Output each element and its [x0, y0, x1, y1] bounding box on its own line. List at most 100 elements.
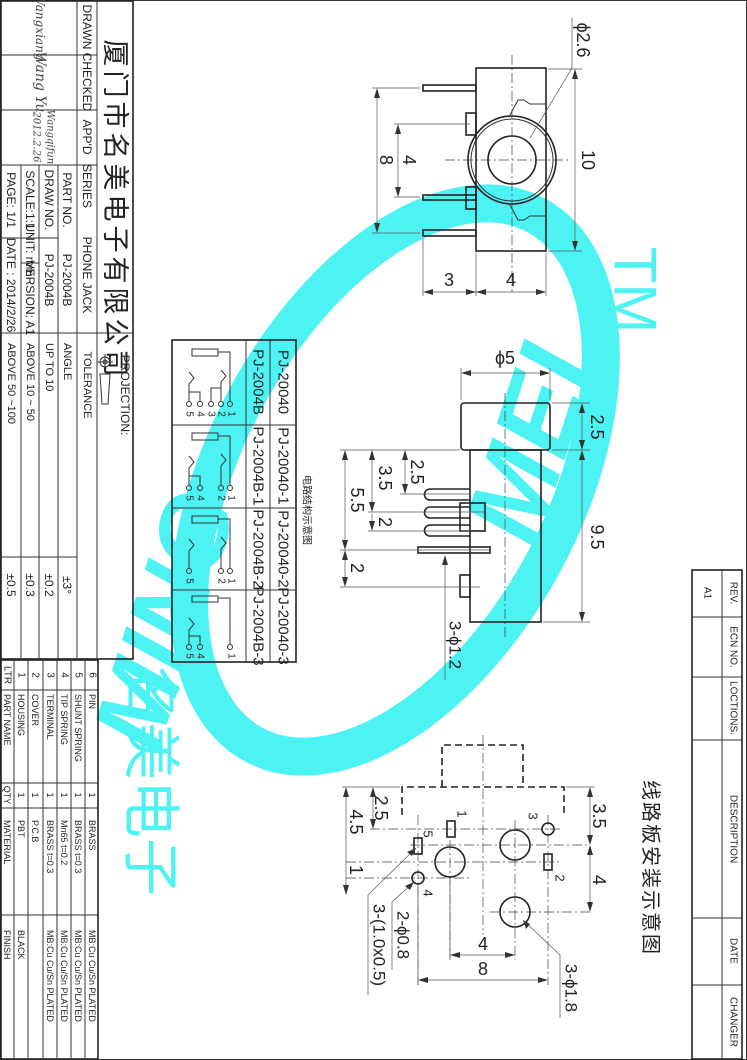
model-number: PJ-2004B — [250, 349, 267, 415]
bom-finish: MB:Cu Cu/Sn PLATED — [73, 930, 83, 1022]
bom-material: P.C.B — [30, 820, 40, 842]
pad — [465, 186, 477, 210]
bom-material: PBT — [16, 820, 26, 838]
tolerance-value: ±0.3 — [23, 573, 37, 597]
pin-label: 1 — [226, 578, 237, 584]
bom-finish: BLACK — [16, 930, 26, 960]
top-view-drawing: 8 4 10 ϕ2.6 3 4 — [372, 18, 598, 296]
watermark-tm: TM — [602, 247, 669, 334]
pin-label: 1 — [226, 653, 237, 659]
dim-pin-span: 8 — [376, 155, 396, 165]
watermark-chinese: 名美电子 — [118, 664, 183, 896]
pin-hole — [411, 871, 425, 885]
title-block-border — [0, 0, 134, 660]
bom-header-part-name: PART NAME — [2, 694, 12, 746]
checked-signature: Wang Yu — [32, 52, 48, 113]
dim-height: 10 — [578, 150, 598, 170]
bom-material: BRASS t=0.3 — [73, 820, 83, 873]
dim-pin-pitch: 2 — [347, 563, 367, 573]
dim-pcb: 4 — [589, 875, 609, 885]
bom-ltr: 6 — [87, 672, 98, 678]
pin-label: 4 — [195, 653, 206, 659]
bom-material: BRASS t=0.3 — [45, 820, 55, 873]
dimension-lines — [340, 368, 590, 680]
pad — [459, 574, 471, 598]
dim-pin-pitch: 2 — [375, 517, 395, 527]
model-number: PJ-20040-3 — [275, 587, 292, 665]
revision-header: REV. — [728, 582, 739, 604]
dim-pcb: 4 — [478, 934, 488, 954]
dim-body: 9.5 — [587, 524, 607, 549]
bom-border — [0, 659, 99, 1060]
bom-finish: MB:Cu Cu/Sn PLATED — [45, 930, 55, 1022]
mount-hole — [434, 846, 466, 878]
projection-label: PROJECTION: — [118, 355, 132, 436]
dim-pcb: 3.5 — [589, 803, 609, 828]
projection-symbol-icon — [97, 354, 113, 405]
schematic-pj-20040-1: 1 2 4 5 — [184, 432, 237, 501]
unit-label: UNIT: mm — [23, 223, 37, 276]
tolerance-range: UP TO 10 — [43, 343, 55, 391]
jack-body — [475, 67, 547, 252]
tolerance-label: TOLERANCE — [81, 351, 93, 418]
dim-slots: 3-(1.0x0.5) — [370, 904, 389, 986]
bom-qty: 1 — [87, 792, 97, 797]
bom-part-name: HOUSING — [16, 694, 26, 736]
dim-pin-offset: 5.5 — [347, 487, 367, 512]
bom-finish: MB:Cu Cu/Sn PLATED — [59, 930, 69, 1022]
slot-pad — [446, 820, 456, 838]
pin-hole — [541, 822, 555, 836]
bom-qty: 1 — [30, 792, 40, 797]
pin-label: 5 — [184, 653, 195, 659]
dim-pin-length: 3 — [444, 270, 454, 290]
dim-small-holes: 2-ϕ0.8 — [394, 911, 413, 959]
jack-ring — [467, 115, 557, 205]
version-label: VERSION: A1 — [23, 261, 37, 336]
page-label: PAGE: 1/1 — [4, 172, 18, 228]
schematic-pj-20040-2: 1 2 5 — [184, 515, 237, 584]
pin-label: 2 — [216, 578, 227, 584]
bill-of-materials: LTR PART NAME QTY MATERIAL FINISH 1 HOUS… — [0, 659, 99, 1060]
bom-row: 5 SHUNT SPRING 1 BRASS t=0.3 MB:Cu Cu/Sn… — [73, 672, 84, 1022]
dim-head: 2.5 — [587, 414, 607, 439]
jack-outline — [401, 744, 565, 815]
bom-part-name: TERMINAL — [45, 694, 55, 740]
dim-pcb: 2.5 — [371, 795, 391, 820]
tolerance-value: ±0.2 — [42, 573, 56, 597]
part-no-label: PART NO. — [60, 172, 74, 227]
company-name: 厦门市名美电子有限公司 — [100, 40, 130, 381]
model-number: PJ-2004B-3 — [250, 586, 267, 665]
revision-header: LOCTIONS. — [728, 681, 739, 735]
schematic-pj-20040-3: 1 4 5 — [184, 595, 237, 659]
bom-part-name: TIP SPRING — [59, 694, 69, 745]
revision-header: CHANGER — [728, 997, 739, 1047]
approved-date: 2012.2.26 — [31, 111, 42, 164]
pcb-layout-drawing: 线路板安装示意图 1 2 3 4 5 2.5 4.5 1 3.5 4 4 8 3… — [342, 735, 662, 1018]
pcb-layout-title: 线路板安装示意图 — [639, 780, 662, 956]
bom-header-material: MATERIAL — [2, 820, 12, 864]
jack-ring-inner — [470, 118, 554, 202]
pin-label: 5 — [184, 578, 195, 584]
slot-pad — [413, 837, 423, 855]
bom-material: Mn65 t=0.2 — [59, 820, 69, 865]
dim-pin-offset: 2.5 — [407, 459, 427, 484]
bom-row: 3 TERMINAL 1 BRASS t=0.3 MB:Cu Cu/Sn PLA… — [45, 672, 56, 1022]
bom-qty: 1 — [73, 792, 83, 797]
pin-label: 2 — [216, 495, 227, 501]
pin-label: 1 — [455, 810, 470, 817]
draw-no-label: DRAW NO. — [42, 170, 56, 231]
circuit-schematic-table: 电路结构示意图 PJ-20040 PJ-2004B PJ-20040-1 PJ-… — [171, 339, 314, 666]
pin-label: 5 — [184, 495, 195, 501]
revision-header: DATE — [728, 938, 739, 964]
title-block: DRAWN CHECKED APP'D Wangxiang Wang Yu Wa… — [0, 0, 134, 660]
circuit-table-title: 电路结构示意图 — [301, 475, 314, 545]
scale-label: SCALE:1:1 — [23, 170, 37, 230]
bom-qty: 1 — [16, 792, 26, 797]
pin-label: 4 — [195, 411, 206, 417]
tolerance-range: ABOVE 10 ~ 50 — [24, 343, 36, 421]
revision-header: ECN NO. — [728, 626, 739, 668]
revision-table-border — [691, 569, 743, 1060]
pin-label: 5 — [421, 830, 436, 837]
bom-part-name: SHUNT SPRING — [73, 694, 83, 762]
checked-label: CHECKED — [80, 53, 94, 112]
